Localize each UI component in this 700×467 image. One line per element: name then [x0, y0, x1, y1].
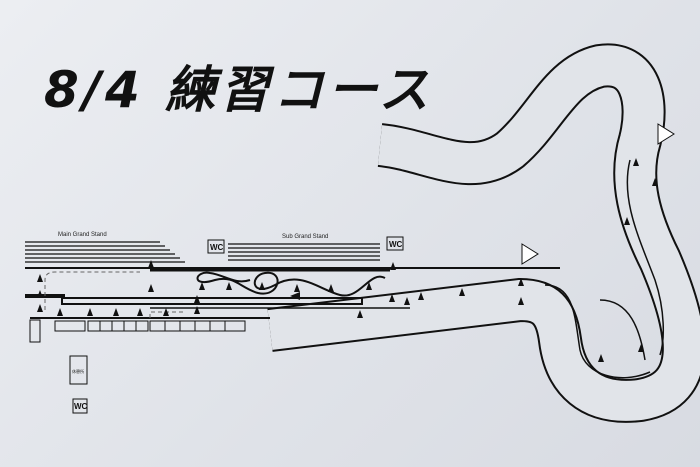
wc-box: WC [72, 398, 88, 414]
svg-text:WC: WC [210, 243, 224, 252]
dashed-route [44, 271, 140, 310]
pit-garages [29, 319, 246, 343]
slalom-route [196, 271, 386, 297]
dashed-route [149, 311, 185, 318]
main-grand-stand [25, 241, 185, 263]
track-outer-section-fill [267, 45, 700, 421]
svg-text:休憩所: 休憩所 [72, 368, 84, 374]
wc-box: WC [207, 239, 225, 254]
track-outer-section [267, 43, 700, 423]
lane-line [599, 299, 646, 361]
main-grand-stand-label: Main Grand Stand [58, 232, 107, 238]
wc-box: WC [386, 236, 404, 251]
svg-text:WC: WC [74, 402, 88, 411]
slalom-arrow [290, 292, 300, 300]
pit-lane [61, 297, 363, 305]
lane-line [544, 284, 651, 379]
page-title: 8/4 練習コース [44, 61, 433, 119]
sub-grand-stand-label: Sub Grand Stand [282, 234, 328, 240]
sub-grand-stand [228, 243, 380, 261]
flag-marker [521, 243, 539, 265]
pylons [37, 158, 658, 362]
rest-area-box: 休憩所 [69, 355, 88, 385]
lane-line [626, 159, 665, 356]
flag-marker [657, 123, 675, 145]
svg-text:WC: WC [389, 240, 403, 249]
